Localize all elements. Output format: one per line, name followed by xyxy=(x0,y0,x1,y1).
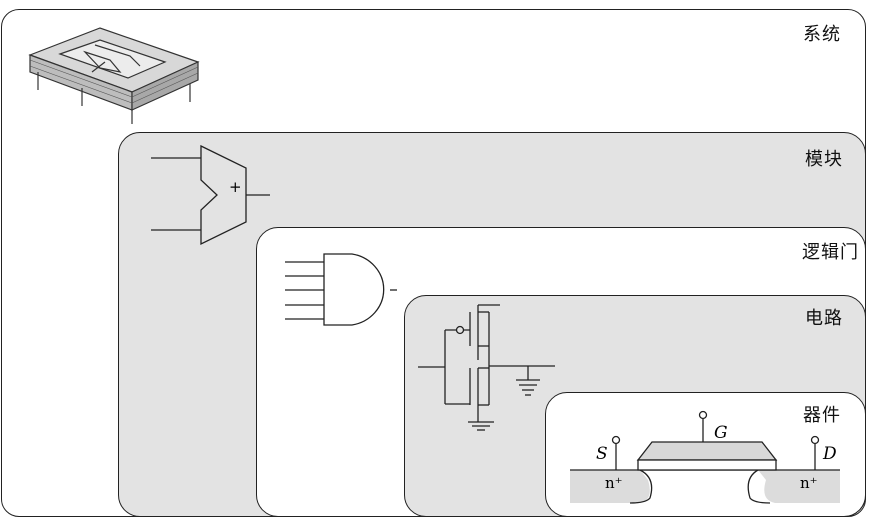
adder-plus-sign: + xyxy=(229,178,242,196)
level-label-logic-gate: 逻辑门 xyxy=(802,242,859,263)
level-label-circuit: 电路 xyxy=(805,308,843,329)
level-label-system: 系统 xyxy=(803,24,841,45)
source-terminal-label: S xyxy=(596,444,608,464)
drain-diffusion-label: n⁺ xyxy=(800,474,818,492)
drain-terminal-label: D xyxy=(823,444,837,464)
gate-terminal-label: G xyxy=(714,423,728,443)
level-label-module: 模块 xyxy=(805,149,843,170)
source-diffusion-label: n⁺ xyxy=(605,474,623,492)
level-label-device: 器件 xyxy=(803,405,841,426)
